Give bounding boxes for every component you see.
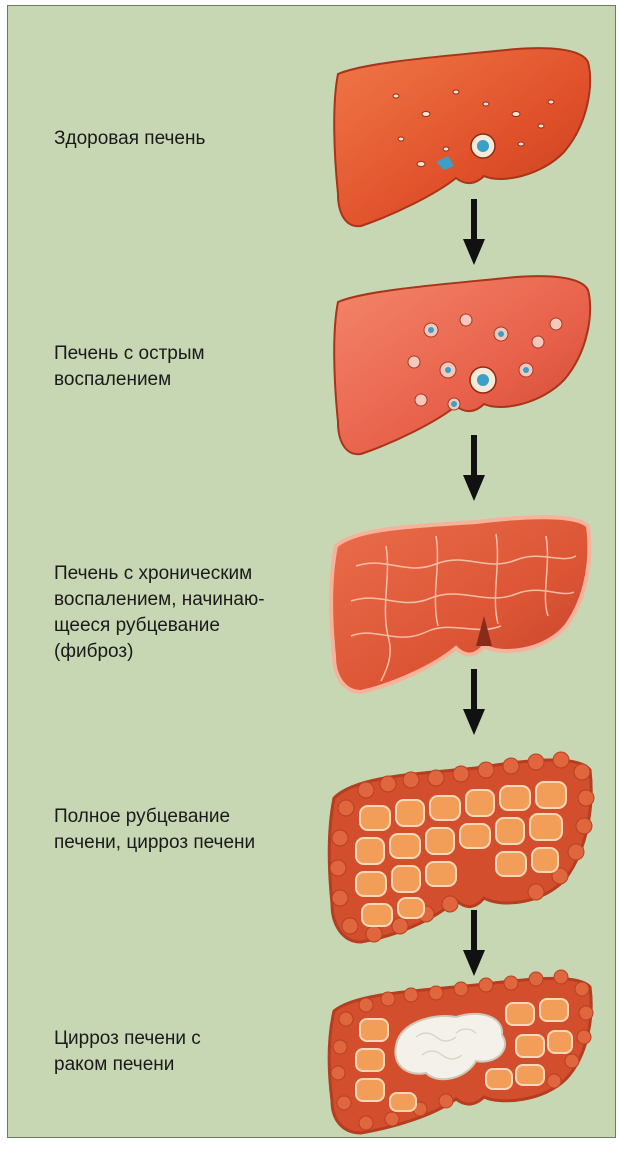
stage-label-healthy: Здоровая печень bbox=[54, 126, 324, 152]
progression-arrow-2 bbox=[463, 435, 485, 501]
diagram-panel: Здоровая печень Печень с острым воспален… bbox=[7, 5, 616, 1138]
progression-arrow-4 bbox=[463, 910, 485, 976]
progression-arrow-3 bbox=[463, 669, 485, 735]
cirrhotic-liver-illustration bbox=[326, 748, 596, 948]
acute-inflamed-liver-illustration bbox=[326, 272, 596, 462]
stage-label-cirrhosis-with-cancer: Цирроз печени с раком печени bbox=[54, 1026, 324, 1078]
stage-label-acute-inflammation: Печень с острым воспалением bbox=[54, 341, 324, 393]
progression-arrow-1 bbox=[463, 199, 485, 265]
stage-label-cirrhosis: Полное рубцевание печени, цирроз печени bbox=[54, 804, 324, 856]
cirrhosis-with-cancer-liver-illustration bbox=[326, 969, 596, 1137]
stage-label-chronic-fibrosis: Печень с хроническим воспалением, начина… bbox=[54, 561, 324, 665]
healthy-liver-illustration bbox=[326, 44, 596, 234]
fibrotic-liver-illustration bbox=[326, 506, 596, 696]
